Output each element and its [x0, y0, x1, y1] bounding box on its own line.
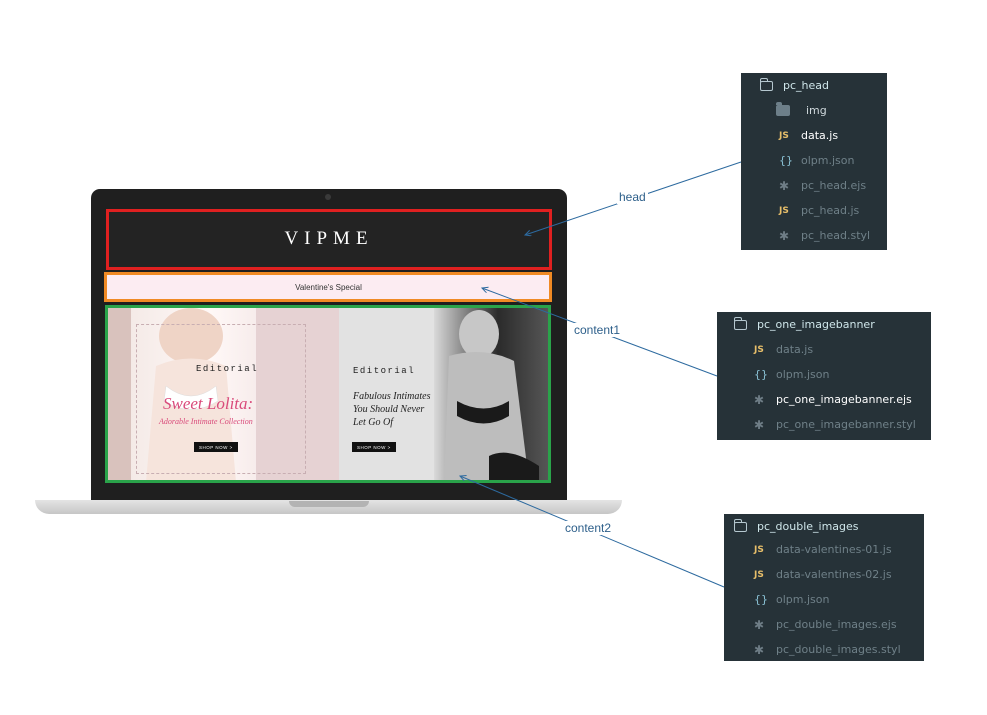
file-row[interactable]: JS pc_head.js: [779, 198, 859, 223]
camera-icon: [325, 194, 331, 200]
folder-name: pc_one_imagebanner: [757, 318, 875, 331]
file-row[interactable]: {} olpm.json: [779, 148, 854, 173]
folder-row-pc-one-imagebanner[interactable]: pc_one_imagebanner: [733, 312, 875, 337]
json-icon: {}: [754, 368, 768, 381]
file-name: data-valentines-02.js: [776, 568, 892, 581]
folder-row-pc-double-images[interactable]: pc_double_images: [733, 514, 859, 539]
star-icon: ✱: [754, 617, 765, 632]
content2-label: content2: [563, 521, 614, 535]
folder-icon: [759, 77, 773, 91]
editorial-card: [136, 324, 306, 474]
file-name: pc_head.ejs: [801, 179, 867, 192]
star-icon: ✱: [779, 178, 790, 193]
star-icon: ✱: [754, 642, 765, 657]
content2-section-outline: [105, 305, 551, 483]
laptop-notch: [289, 501, 369, 507]
file-row[interactable]: {} olpm.json: [754, 587, 829, 612]
file-row[interactable]: ✱ pc_double_images.ejs: [754, 612, 897, 637]
pc-double-images-file-panel: pc_double_images JS data-valentines-01.j…: [724, 514, 924, 661]
sweet-lolita-title: Sweet Lolita:: [163, 394, 254, 413]
file-row[interactable]: img: [776, 98, 827, 123]
file-row[interactable]: ✱ pc_one_imagebanner.styl: [754, 412, 916, 437]
js-icon: JS: [754, 569, 764, 580]
pc-head-file-panel: pc_head img JS data.js {} olpm.json ✱ pc…: [741, 73, 887, 250]
title-line: Fabulous Intimates: [353, 391, 431, 402]
file-row[interactable]: JS data.js: [779, 123, 838, 148]
file-name: pc_double_images.ejs: [776, 618, 897, 631]
file-row[interactable]: ✱ pc_head.ejs: [779, 173, 866, 198]
title-line: You Should Never: [353, 404, 425, 415]
folder-name: pc_head: [783, 79, 829, 92]
file-name: pc_one_imagebanner.ejs: [776, 393, 912, 406]
fabulous-intimates-title: Fabulous Intimates You Should Never Let …: [353, 390, 463, 429]
folder-name: pc_double_images: [757, 520, 859, 533]
file-name: img: [806, 104, 827, 117]
file-name: pc_one_imagebanner.styl: [776, 418, 916, 431]
folder-icon: [733, 316, 747, 330]
title-line: Let Go Of: [353, 417, 393, 428]
folder-icon: [733, 518, 747, 532]
head-label: head: [617, 190, 648, 204]
file-row[interactable]: JS data.js: [754, 337, 813, 362]
star-icon: ✱: [754, 417, 765, 432]
file-row[interactable]: ✱ pc_head.styl: [779, 223, 870, 248]
file-name: data.js: [801, 129, 839, 142]
file-row[interactable]: JS data-valentines-02.js: [754, 562, 892, 587]
editorial-label: Editorial: [196, 364, 259, 374]
file-name: olpm.json: [776, 368, 830, 381]
js-icon: JS: [779, 205, 789, 216]
json-icon: {}: [754, 593, 768, 606]
folder-icon: [776, 102, 790, 116]
json-icon: {}: [779, 154, 793, 167]
file-row[interactable]: ✱ pc_one_imagebanner.ejs: [754, 387, 912, 412]
file-name: pc_head.js: [801, 204, 860, 217]
folder-row-pc-head[interactable]: pc_head: [759, 73, 829, 98]
left-promo-image: Editorial Sweet Lolita: Adorable Intimat…: [106, 306, 339, 482]
js-icon: JS: [754, 344, 764, 355]
sweet-lolita-subtitle: Adorable Intimate Collection: [159, 417, 253, 426]
js-icon: JS: [779, 130, 789, 141]
valentines-banner: Valentine's Special: [106, 273, 551, 301]
file-name: olpm.json: [801, 154, 855, 167]
pc-one-imagebanner-file-panel: pc_one_imagebanner JS data.js {} olpm.js…: [717, 312, 931, 440]
head-section-outline: [106, 209, 552, 270]
shop-now-button-right[interactable]: SHOP NOW >: [352, 442, 396, 452]
js-icon: JS: [754, 544, 764, 555]
file-row[interactable]: JS data-valentines-01.js: [754, 537, 892, 562]
content1-section-outline: [104, 272, 552, 302]
file-row[interactable]: {} olpm.json: [754, 362, 829, 387]
file-name: data-valentines-01.js: [776, 543, 892, 556]
site-logo: VIPME: [106, 209, 552, 269]
star-icon: ✱: [779, 228, 790, 243]
shop-now-button-left[interactable]: SHOP NOW >: [194, 442, 238, 452]
file-name: olpm.json: [776, 593, 830, 606]
editorial-label: Editorial: [353, 366, 416, 376]
file-name: pc_head.styl: [801, 229, 871, 242]
content1-label: content1: [572, 323, 623, 337]
star-icon: ✱: [754, 392, 765, 407]
file-row[interactable]: ✱ pc_double_images.styl: [754, 637, 901, 662]
file-name: pc_double_images.styl: [776, 643, 901, 656]
file-name: data.js: [776, 343, 814, 356]
